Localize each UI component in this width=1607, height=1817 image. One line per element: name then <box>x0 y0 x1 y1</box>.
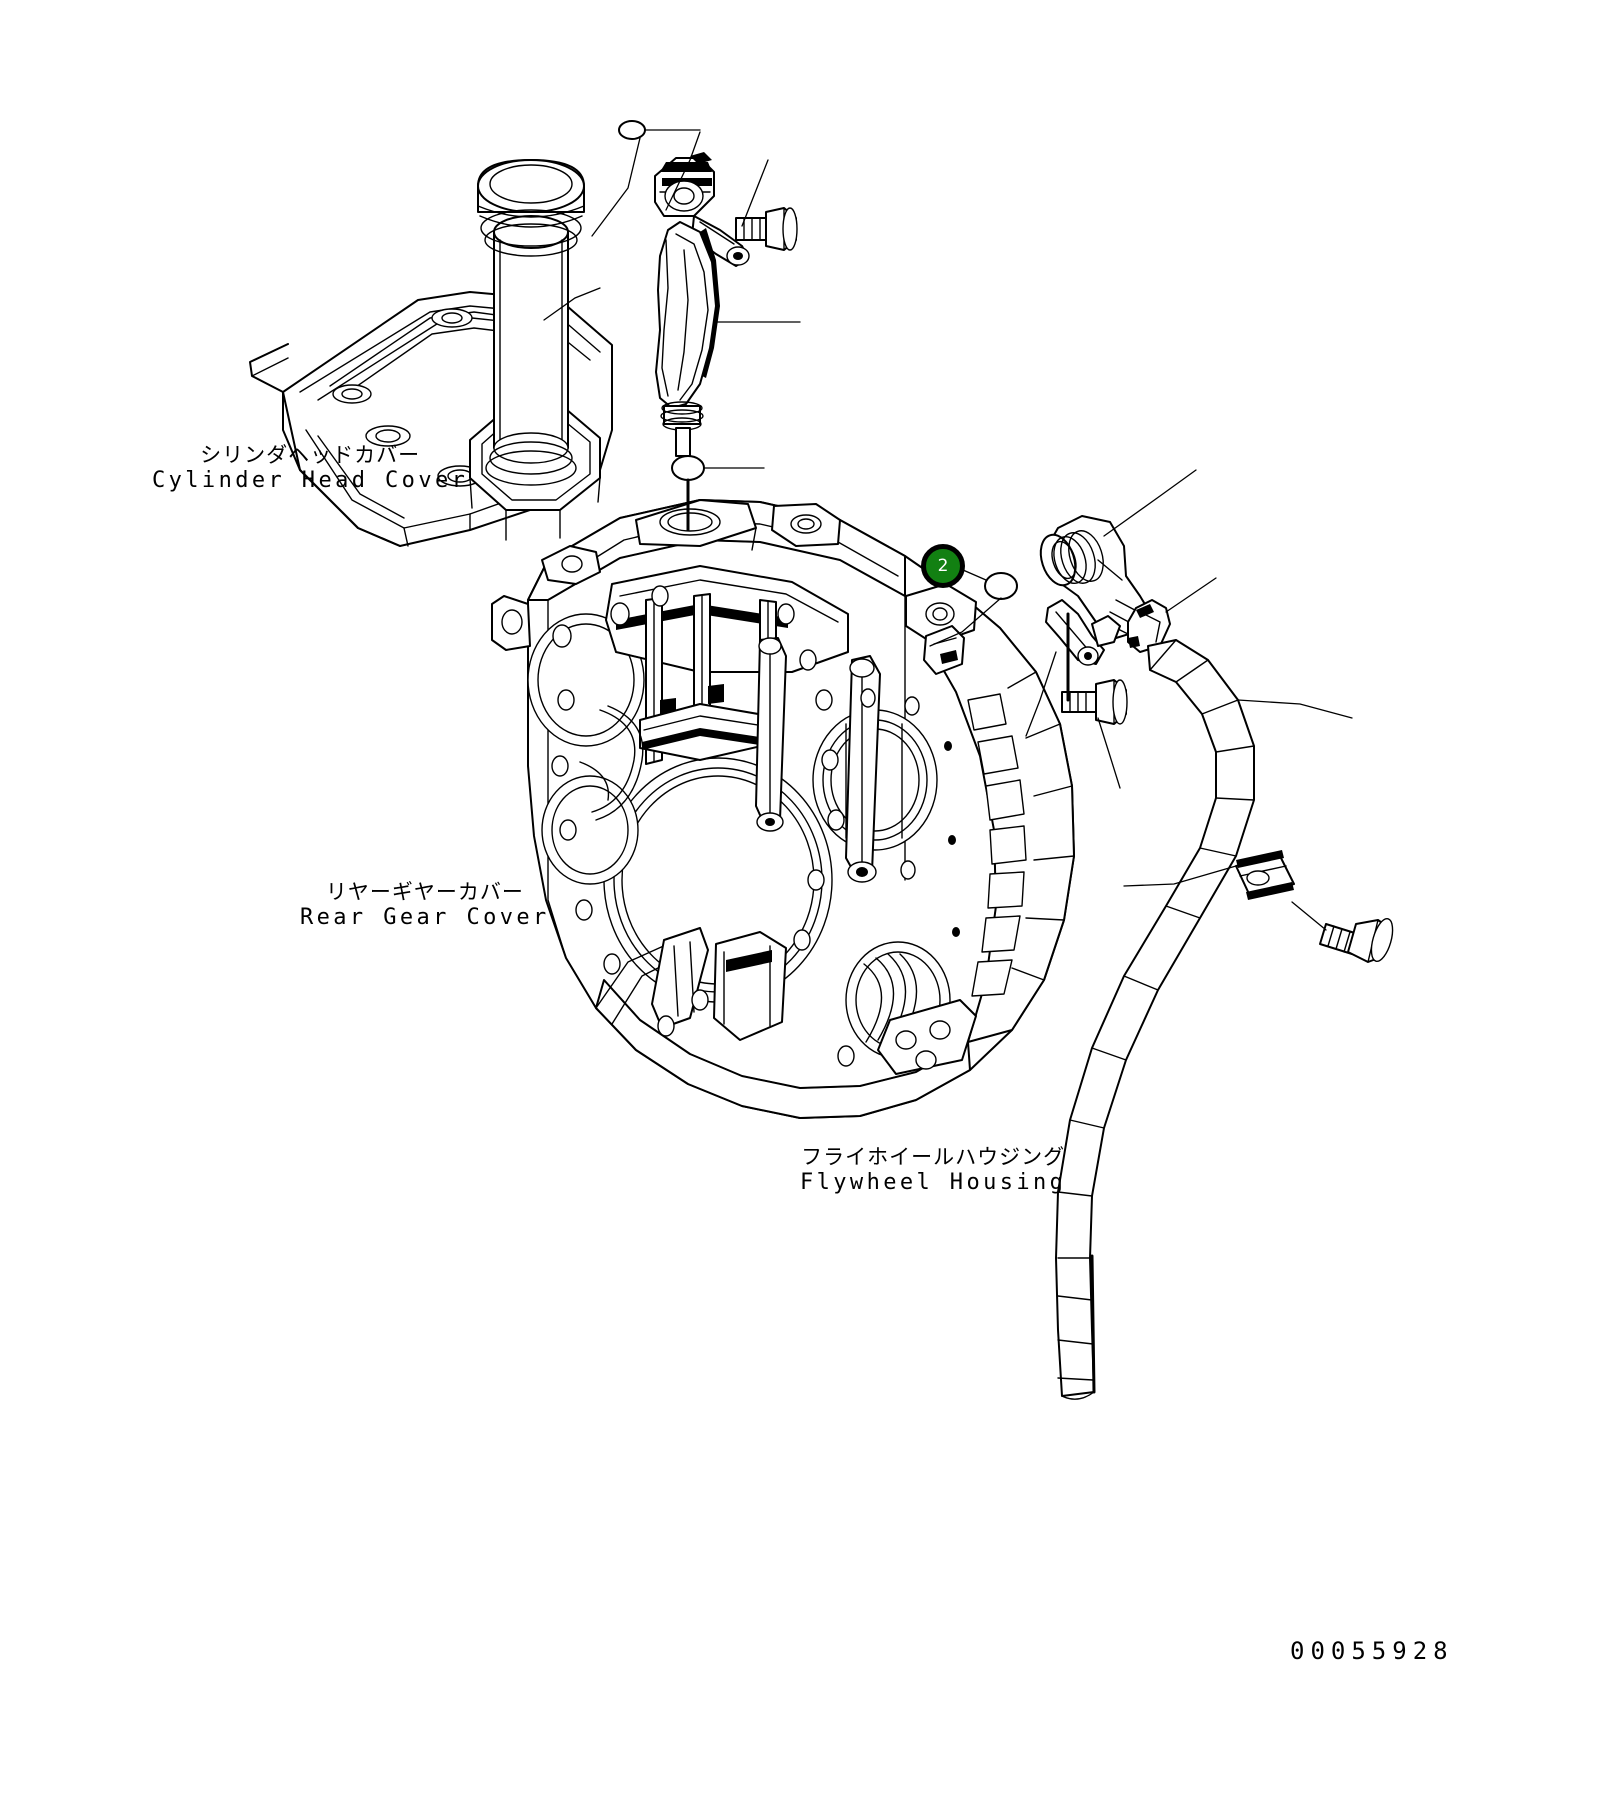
part-label-rear-gear-cover: リヤーギヤーカバー Rear Gear Cover <box>300 880 550 931</box>
hose-clamp-bracket <box>1235 850 1295 900</box>
clip-bolt <box>1061 679 1128 725</box>
oil-filler-neck <box>485 215 577 486</box>
leader-lines <box>591 129 1353 931</box>
o-ring-callout <box>984 572 1018 600</box>
dipstick-assembly <box>654 152 798 457</box>
part-label-rear-gear-cover-jp: リヤーギヤーカバー <box>325 880 524 904</box>
elbow-fitting <box>1039 515 1153 639</box>
part-label-rear-gear-cover-en: Rear Gear Cover <box>300 904 550 930</box>
breather-hose <box>1055 639 1394 1400</box>
callout-badge-2-number: 2 <box>937 555 949 576</box>
part-label-cylinder-head-cover-en: Cylinder Head Cover <box>152 467 469 493</box>
housing-bolt-holes <box>551 585 960 1067</box>
part-label-flywheel-housing-en: Flywheel Housing <box>800 1169 1067 1195</box>
elbow-fitting-assembly <box>1039 515 1171 725</box>
o-ring-small <box>618 120 646 140</box>
part-label-flywheel-housing: フライホイールハウジング Flywheel Housing <box>800 1145 1066 1196</box>
drawing-number: 00055928 <box>1290 1637 1454 1665</box>
clip-bracket <box>1045 599 1121 666</box>
part-label-cylinder-head-cover: シリンダヘッドカバー Cylinder Head Cover <box>152 443 468 494</box>
callout-badge-2[interactable]: 2 <box>921 544 965 588</box>
bracket-bolt <box>735 207 798 251</box>
part-label-cylinder-head-cover-jp: シリンダヘッドカバー <box>200 443 421 467</box>
housing-cooling-ribs <box>967 693 1027 997</box>
flywheel-housing <box>491 499 1075 1119</box>
o-ring-upper <box>671 455 705 481</box>
dipstick-tube <box>655 221 720 457</box>
cylinder-head-cover-assembly <box>249 159 613 547</box>
o-rings <box>618 120 1018 600</box>
oil-filler-cap <box>477 159 585 257</box>
part-label-flywheel-housing-jp: フライホイールハウジング <box>801 1145 1066 1169</box>
clamp-clip <box>1127 599 1171 653</box>
hose-clamp-bolt <box>1319 918 1394 963</box>
